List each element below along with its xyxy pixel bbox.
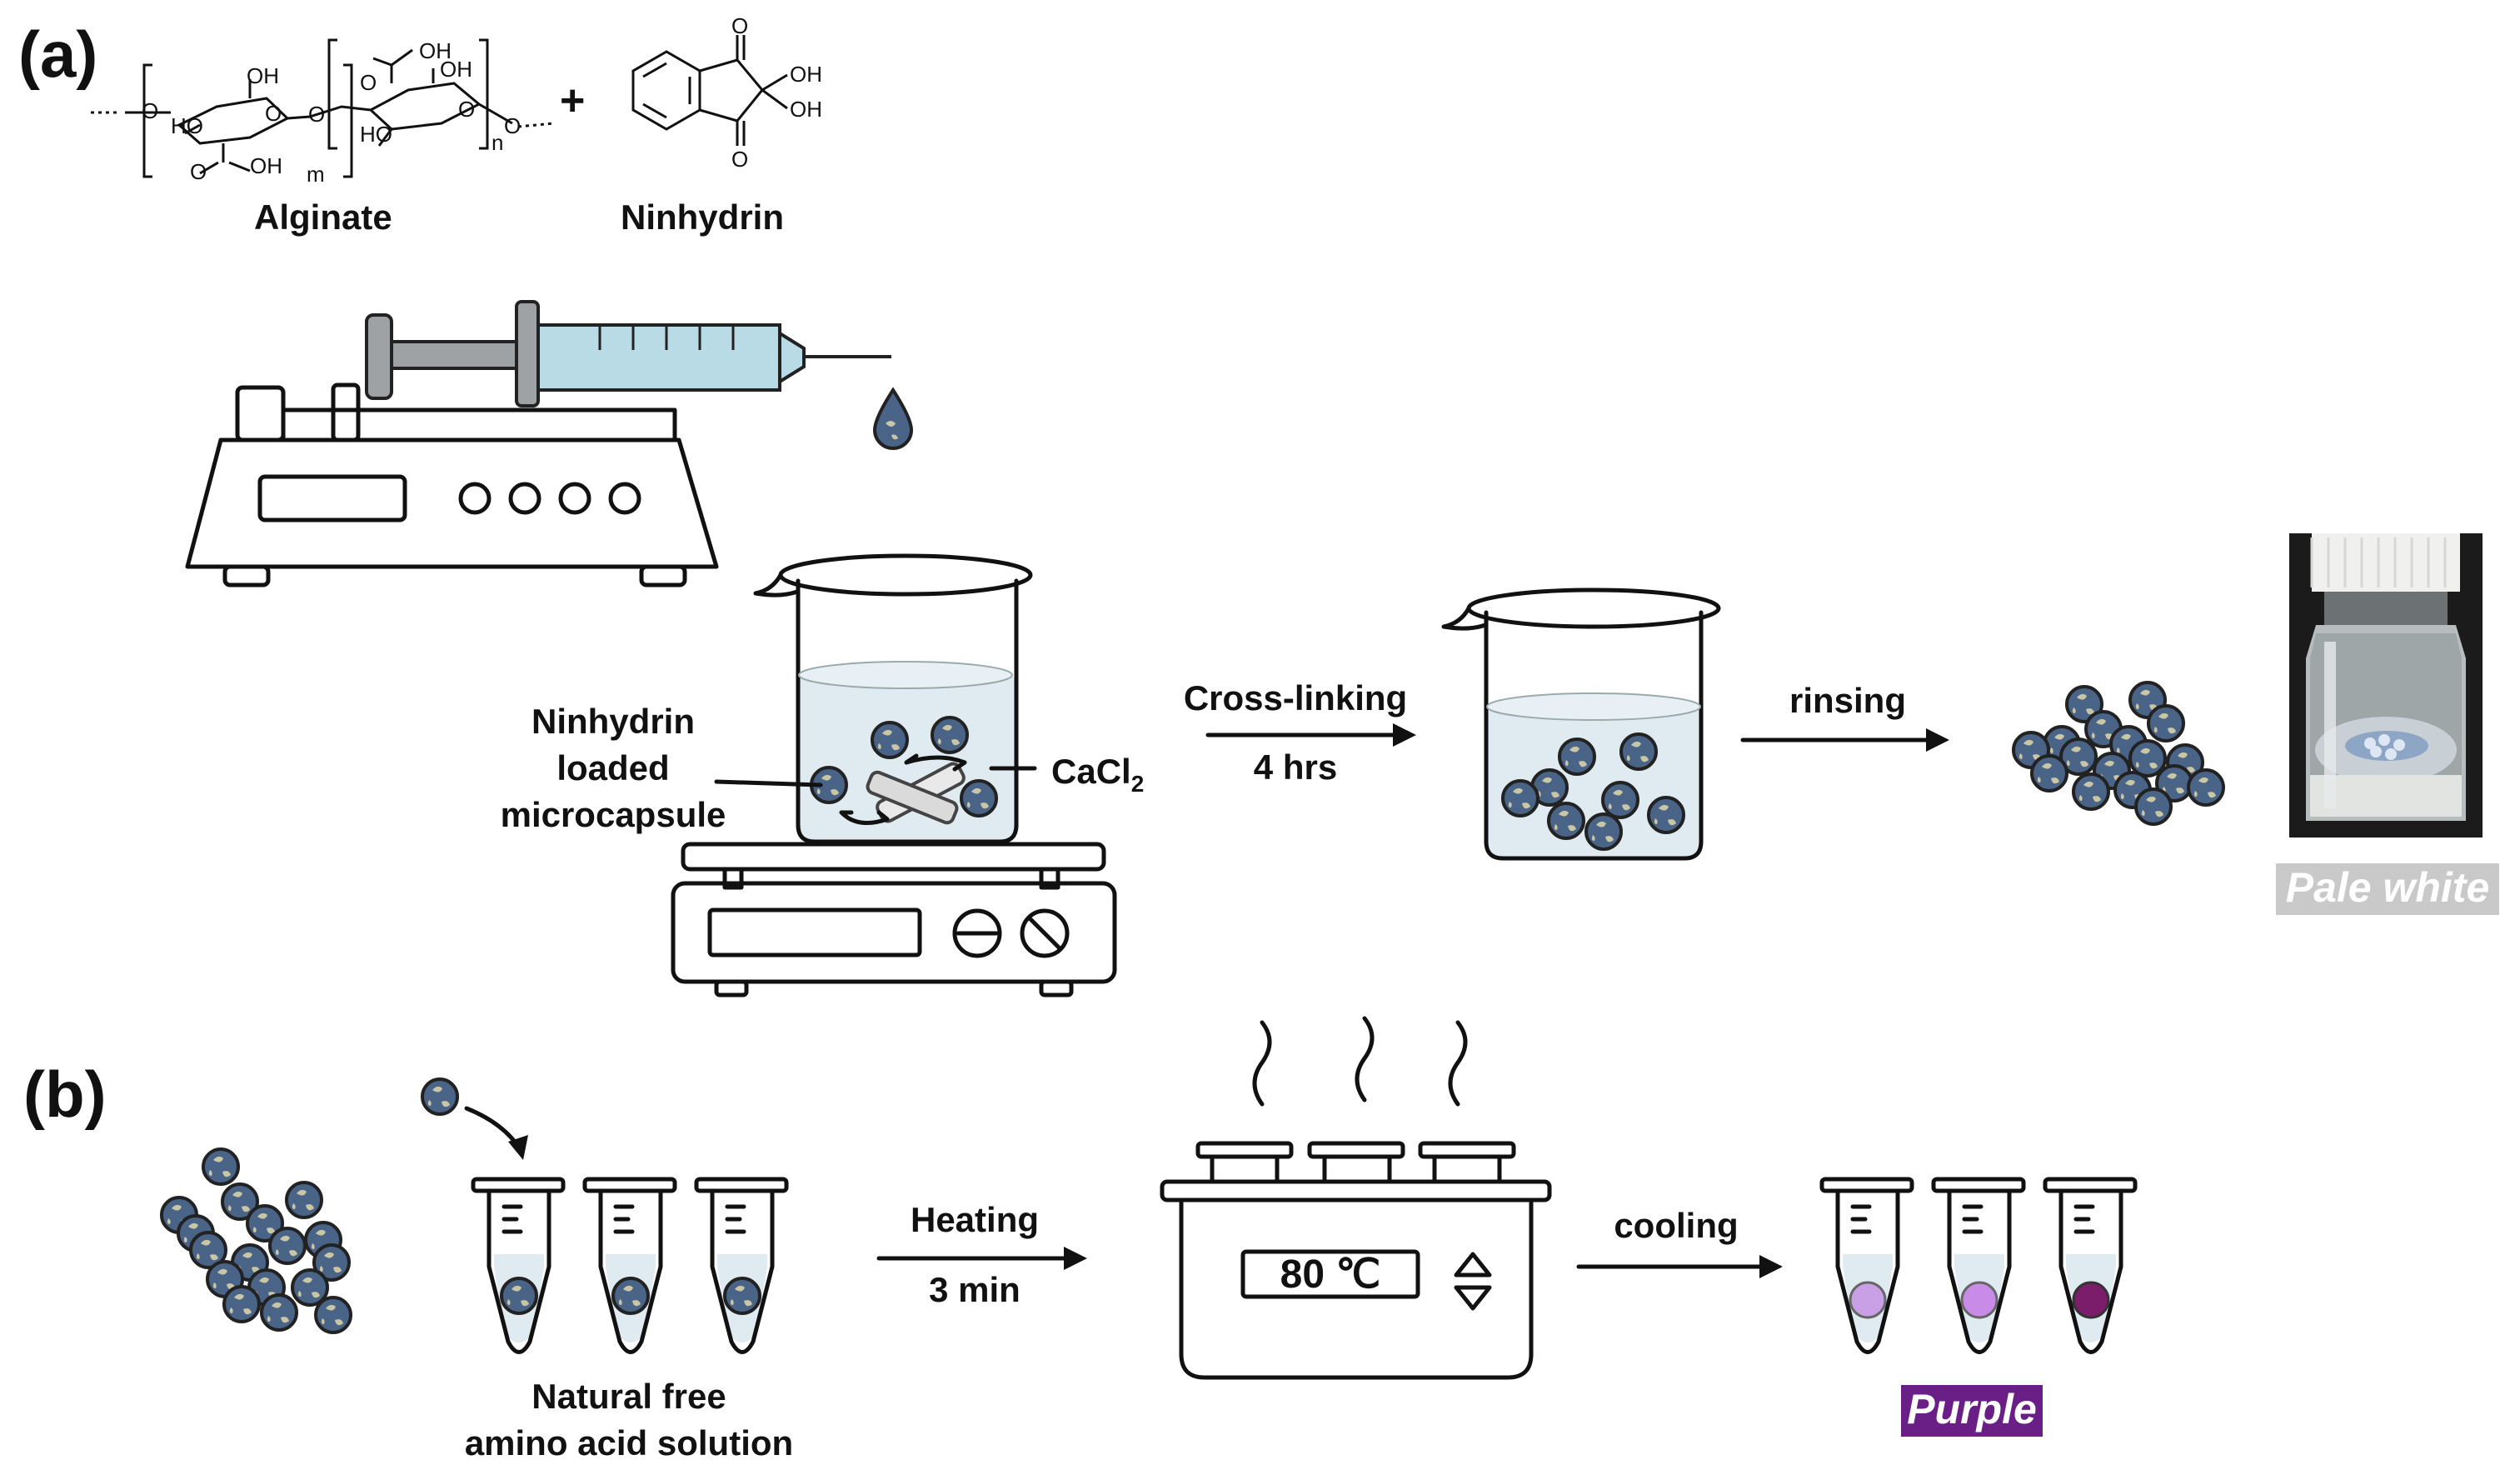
o-label-3: O — [265, 101, 282, 126]
microcapsule-pile-b — [160, 1148, 352, 1334]
o-label-6: O — [458, 97, 475, 122]
solution-label-line1: Natural free — [531, 1377, 726, 1416]
step-cooling-label: cooling — [1614, 1206, 1738, 1245]
ninhydrin-label: Ninhydrin — [621, 198, 784, 237]
solution-label-line2: amino acid solution — [465, 1423, 793, 1462]
ninhydrin-loaded-line2: loaded — [556, 748, 669, 788]
panel-label-b: (b) — [23, 1058, 107, 1131]
ho-label-2: HO — [360, 122, 392, 147]
syringe-pump — [185, 382, 719, 588]
purple-caption-bg — [1901, 1385, 2043, 1437]
microcapsule-pile-a — [2012, 681, 2225, 826]
subscript-n: n — [492, 130, 503, 155]
tube-group-2 — [1819, 1177, 2138, 1354]
oh-label-2: OH — [440, 57, 472, 82]
step-rinsing-label: rinsing — [1789, 681, 1906, 720]
o-label-7: O — [504, 113, 521, 138]
plus-sign: + — [560, 77, 585, 125]
o-label-2: O — [190, 159, 207, 184]
step-crosslinking-time: 4 hrs — [1254, 748, 1337, 787]
oh-label-4: OH — [250, 153, 282, 178]
beaker-1 — [714, 553, 1037, 844]
oh-label-1: OH — [247, 63, 279, 88]
falling-bead — [421, 1078, 528, 1160]
step-crosslinking-label: Cross-linking — [1184, 678, 1407, 718]
ho-label-1: HO — [171, 113, 203, 138]
drop — [872, 387, 914, 450]
heating-block — [1160, 1016, 1552, 1380]
purple-caption: Purple — [1907, 1386, 2037, 1432]
ninhydrin-loaded-line1: Ninhydrin — [531, 702, 695, 741]
beaker-2 — [1441, 588, 1721, 861]
ninhydrin-loaded-line3: microcapsule — [501, 795, 726, 834]
ninhydrin-oh-2: OH — [790, 97, 822, 122]
pale-white-caption-bg — [2276, 863, 2499, 915]
magnetic-stirrer — [671, 842, 1117, 998]
cacl2-label: CaCl2 — [1051, 752, 1144, 797]
step-heating-time: 3 min — [929, 1270, 1020, 1309]
subscript-m: m — [307, 162, 325, 187]
vial-photo — [2289, 533, 2483, 838]
step-heating-label: Heating — [911, 1200, 1039, 1239]
tube-group-1 — [471, 1177, 789, 1354]
alginate-structure: OH OH OH OH HO HO O O O O O O O m n — [87, 38, 555, 187]
panel-label-a: (a) — [18, 18, 97, 91]
syringe — [365, 300, 891, 408]
ninhydrin-o-top: O — [731, 13, 748, 38]
o-label-5: O — [142, 98, 158, 123]
ninhydrin-o-bottom: O — [731, 147, 748, 172]
heater-temperature-display: 80 ℃ — [1280, 1252, 1381, 1297]
pale-white-caption: Pale white — [2286, 864, 2490, 911]
oh-label-3: OH — [419, 38, 452, 63]
alginate-label: Alginate — [254, 198, 392, 237]
ninhydrin-structure: O O OH OH — [631, 13, 822, 172]
o-label-4: O — [308, 102, 325, 127]
ninhydrin-oh-1: OH — [790, 62, 822, 87]
o-label-1: O — [360, 70, 377, 95]
